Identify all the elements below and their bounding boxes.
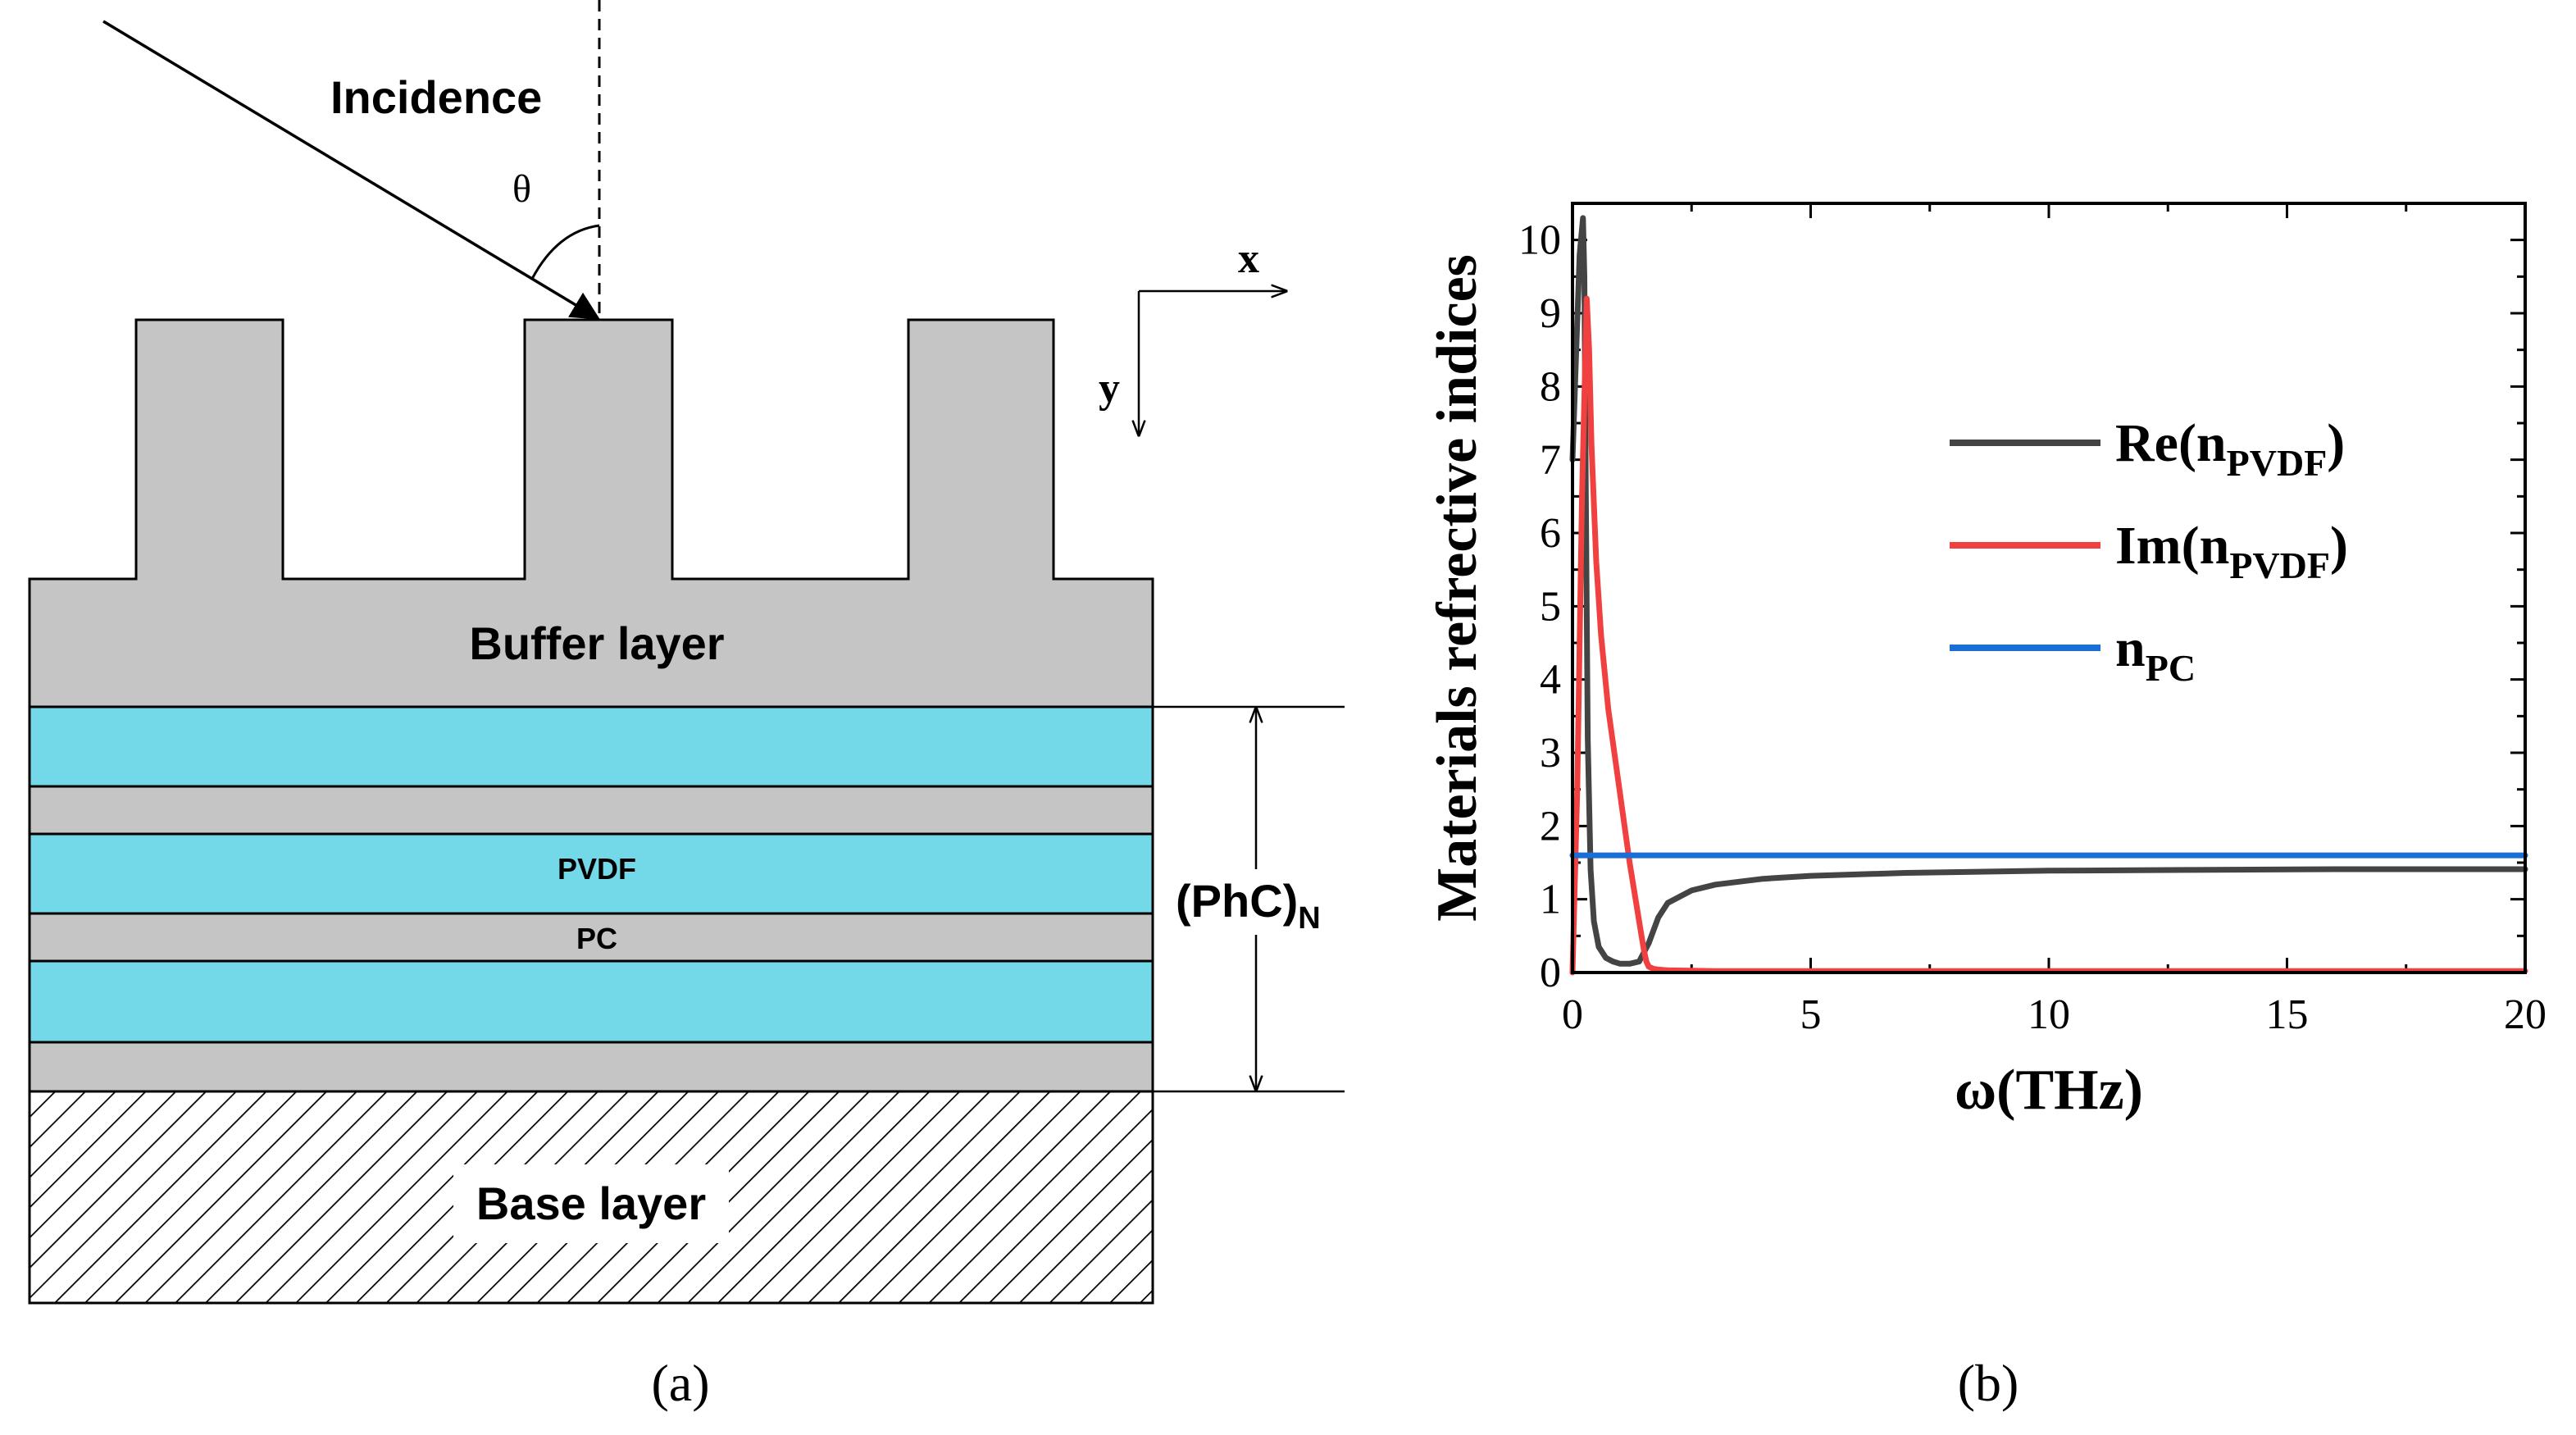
buffer-layer-label: Buffer layer [469, 617, 724, 669]
legend-label-2: nPC [2115, 618, 2196, 689]
legend-label-main: Im(n [2115, 516, 2229, 576]
x-tick-label: 5 [1800, 991, 1822, 1038]
base-label-background [453, 1164, 729, 1243]
chart-series [1569, 215, 2528, 976]
incidence-arrow [102, 20, 601, 320]
y-tick-label: 5 [1540, 583, 1561, 630]
y-tick-label: 9 [1540, 290, 1561, 337]
x-tick-label: 15 [2266, 991, 2309, 1038]
legend-label-subscript: PC [2146, 647, 2196, 689]
x-tick-label: 20 [2504, 991, 2546, 1038]
chart-tick-labels: 0 5 10 15 20 0 1 2 3 4 5 6 7 8 9 10 [1518, 217, 2546, 1038]
chart-legend: Re(nPVDF)Im(nPVDF)nPC [1950, 413, 2348, 689]
legend-label-0: Re(nPVDF) [2115, 413, 2345, 484]
phc-label-subscript: N [1298, 901, 1320, 936]
y-tick-label: 7 [1540, 437, 1561, 484]
plot-frame [1571, 202, 2527, 974]
y-tick-label: 0 [1540, 950, 1561, 996]
base-layer-label: Base layer [476, 1178, 706, 1229]
x-tick-label: 10 [2028, 991, 2070, 1038]
buffer-layer-with-grating [28, 318, 1154, 708]
pc-label: PC [576, 922, 617, 955]
y-tick-label: 10 [1518, 217, 1561, 264]
phc-label: (PhC)N [1176, 875, 1321, 936]
legend-label-subscript: PVDF [2229, 544, 2330, 586]
legend-label-subscript: PVDF [2227, 442, 2328, 484]
caption-a: (a) [651, 1354, 709, 1412]
panel-b-refractive-index-chart: 0 5 10 15 20 0 1 2 3 4 5 6 7 8 9 10 ω(THz) Materials re… [1426, 202, 2546, 1412]
panel-a-structure-diagram: Incidence θ x y Buffer layer PVDF PC (Ph… [28, 0, 1345, 1412]
legend-label-main: Re(n [2115, 413, 2227, 473]
pc-layer-1 [28, 785, 1154, 836]
y-tick-label: 6 [1540, 510, 1561, 557]
theta-angle-arc [530, 224, 600, 280]
legend-label-suffix: ) [2330, 516, 2348, 576]
chart-x-axis-label: ω(THz) [1955, 1059, 2143, 1122]
caption-b: (b) [1958, 1354, 2019, 1412]
pvdf-layer-2 [28, 832, 1154, 915]
phc-label-main: (PhC) [1176, 875, 1298, 927]
y-axis-label: y [1099, 365, 1120, 412]
chart-y-axis-label: Materials refrective indices [1426, 254, 1489, 922]
x-axis-label: x [1238, 235, 1259, 282]
legend-label-suffix: ) [2327, 413, 2345, 473]
caption-a-letter: a [669, 1354, 692, 1412]
legend-label-main: n [2115, 618, 2146, 678]
y-tick-label: 2 [1540, 803, 1561, 850]
pc-layer-3 [28, 1041, 1154, 1093]
pc-layer-2 [28, 912, 1154, 963]
theta-label: θ [512, 167, 531, 211]
pvdf-layer-1 [28, 705, 1154, 788]
series-line-0 [1569, 215, 2528, 967]
legend-label-1: Im(nPVDF) [2115, 516, 2348, 586]
caption-b-letter: b [1975, 1354, 2001, 1412]
pvdf-label: PVDF [558, 852, 636, 886]
incidence-label: Incidence [330, 71, 542, 123]
y-tick-label: 1 [1540, 877, 1561, 923]
y-tick-label: 4 [1540, 657, 1561, 704]
y-tick-label: 3 [1540, 730, 1561, 777]
x-tick-label: 0 [1562, 991, 1583, 1038]
pvdf-layer-3 [28, 959, 1154, 1044]
y-tick-label: 8 [1540, 363, 1561, 410]
